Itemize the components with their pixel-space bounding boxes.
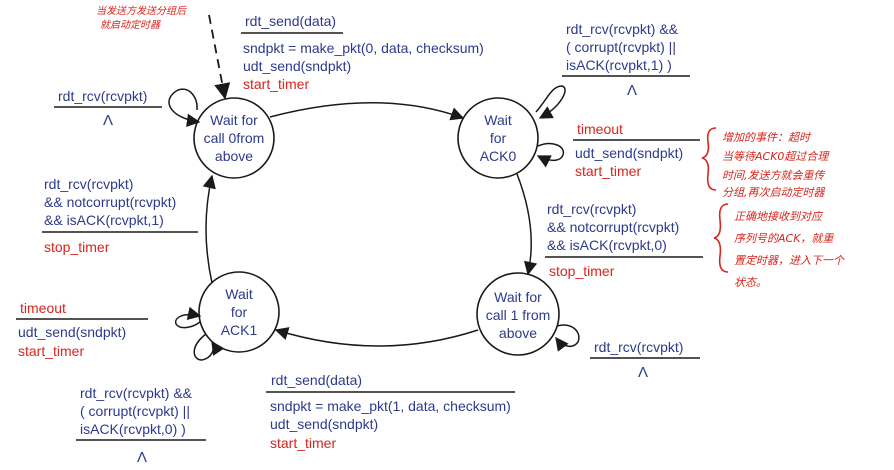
action-label: udt_send(sndpkt) bbox=[18, 324, 126, 340]
state-label-line: for bbox=[231, 304, 248, 320]
added-action-label: stop_timer bbox=[44, 239, 110, 255]
note-brace-timeout bbox=[701, 127, 717, 191]
transition-arrow-s3-s0 bbox=[202, 174, 216, 284]
event-label: && isACK(rcvpkt,0) bbox=[547, 237, 667, 253]
state-wait-call-0: Wait for call 0from above bbox=[193, 97, 275, 179]
state-label-line: Wait for bbox=[494, 289, 542, 305]
note-line: 时间,发送方就会重传 bbox=[722, 169, 825, 182]
event-label: rdt_rcv(rcvpkt) bbox=[44, 176, 133, 192]
transition-arrow-s1-s2 bbox=[516, 173, 538, 276]
note-brace-ack bbox=[713, 203, 729, 273]
event-label: isACK(rcvpkt,1) ) bbox=[566, 57, 672, 73]
s2-self-loop-label: rdt_rcv(rcvpkt) Λ bbox=[590, 339, 700, 381]
added-action-label: start_timer bbox=[243, 76, 309, 92]
handwritten-note-top-left: 当发送方发送分组后 就启动定时器 bbox=[96, 5, 187, 31]
note-line: 正确地接收到对应 bbox=[734, 210, 824, 223]
state-wait-ack0: Wait for ACK0 bbox=[457, 97, 539, 179]
s3-bad-ack-label: rdt_rcv(rcvpkt) && ( corrupt(rcvpkt) || … bbox=[76, 385, 206, 466]
action-label: sndpkt = make_pkt(0, data, checksum) bbox=[243, 40, 484, 56]
action-label: sndpkt = make_pkt(1, data, checksum) bbox=[270, 398, 511, 414]
lambda-label: Λ bbox=[137, 449, 147, 466]
action-label: udt_send(sndpkt) bbox=[243, 58, 351, 74]
note-line: 当等待ACK0超过合理 bbox=[722, 150, 830, 163]
event-label: rdt_send(data) bbox=[271, 372, 362, 388]
added-action-label: start_timer bbox=[18, 343, 84, 359]
self-loop-s3-bottom bbox=[193, 333, 225, 361]
event-label: timeout bbox=[20, 300, 66, 316]
added-action-label: start_timer bbox=[575, 163, 641, 179]
self-loop-s1-top bbox=[535, 85, 566, 119]
s3-timeout-label: timeout udt_send(sndpkt) start_timer bbox=[16, 300, 148, 359]
event-label: && notcorrupt(rcvpkt) bbox=[44, 194, 176, 210]
state-wait-call-1: Wait for call 1 from above bbox=[476, 272, 560, 356]
state-label-line: call 1 from bbox=[486, 307, 551, 323]
initial-state-arrow bbox=[208, 14, 231, 100]
self-loop-s0 bbox=[168, 88, 201, 128]
s1-bad-ack-label: rdt_rcv(rcvpkt) && ( corrupt(rcvpkt) || … bbox=[562, 21, 690, 99]
state-label-line: above bbox=[499, 325, 537, 341]
added-action-label: start_timer bbox=[270, 435, 336, 451]
event-label: rdt_rcv(rcvpkt) && bbox=[80, 385, 193, 401]
added-action-label: stop_timer bbox=[549, 263, 615, 279]
note-line: 分组,再次启动定时器 bbox=[722, 186, 825, 199]
state-label-line: Wait for bbox=[210, 112, 258, 128]
self-loop-s1-right bbox=[536, 142, 565, 168]
transition-s1-s2-label: rdt_rcv(rcvpkt) && notcorrupt(rcvpkt) &&… bbox=[545, 201, 703, 279]
state-label-line: Wait bbox=[484, 112, 512, 128]
self-loop-s3-left bbox=[174, 306, 202, 329]
event-label: ( corrupt(rcvpkt) || bbox=[566, 39, 676, 55]
note-line: 置定时器，进入下一个 bbox=[734, 254, 845, 267]
note-line: 序列号的ACK，就重 bbox=[734, 232, 835, 245]
note-line: 当发送方发送分组后 bbox=[96, 5, 187, 17]
state-wait-ack1: Wait for ACK1 bbox=[198, 271, 280, 353]
note-line: 增加的事件：超时 bbox=[722, 131, 812, 144]
event-label: isACK(rcvpkt,0) ) bbox=[80, 421, 186, 437]
transition-s3-s0-label: rdt_rcv(rcvpkt) && notcorrupt(rcvpkt) &&… bbox=[42, 176, 198, 255]
state-label-line: above bbox=[215, 148, 253, 164]
state-label-line: call 0from bbox=[204, 130, 265, 146]
state-label-line: ACK1 bbox=[221, 322, 258, 338]
transition-arrow-s0-s1 bbox=[269, 102, 465, 121]
state-label-line: Wait bbox=[225, 286, 253, 302]
s0-self-loop-label: rdt_rcv(rcvpkt) Λ bbox=[54, 88, 162, 129]
transition-s2-s3-label: rdt_send(data) sndpkt = make_pkt(1, data… bbox=[266, 372, 515, 451]
action-label: udt_send(sndpkt) bbox=[575, 145, 683, 161]
event-label: && isACK(rcvpkt,1) bbox=[44, 212, 164, 228]
note-line: 就启动定时器 bbox=[100, 19, 161, 31]
handwritten-note-timeout: 增加的事件：超时 当等待ACK0超过合理 时间,发送方就会重传 分组,再次启动定… bbox=[722, 131, 830, 199]
event-label: rdt_rcv(rcvpkt) bbox=[594, 339, 683, 355]
self-loop-s2 bbox=[555, 324, 580, 352]
state-label-line: ACK0 bbox=[480, 148, 517, 164]
event-label: rdt_rcv(rcvpkt) && bbox=[566, 21, 679, 37]
s1-timeout-label: timeout udt_send(sndpkt) start_timer bbox=[573, 121, 700, 179]
event-label: ( corrupt(rcvpkt) || bbox=[80, 403, 190, 419]
note-line: 状态。 bbox=[734, 276, 767, 289]
transition-arrow-s2-s3 bbox=[274, 327, 479, 347]
event-label: rdt_rcv(rcvpkt) bbox=[547, 201, 636, 217]
action-label: udt_send(sndpkt) bbox=[270, 416, 378, 432]
lambda-label: Λ bbox=[627, 82, 637, 99]
event-label: timeout bbox=[577, 121, 623, 137]
event-label: && notcorrupt(rcvpkt) bbox=[547, 219, 679, 235]
event-label: rdt_rcv(rcvpkt) bbox=[58, 88, 147, 104]
transition-s0-s1-label: rdt_send(data) sndpkt = make_pkt(0, data… bbox=[241, 13, 484, 92]
event-label: rdt_send(data) bbox=[245, 13, 336, 29]
handwritten-note-ack: 正确地接收到对应 序列号的ACK，就重 置定时器，进入下一个 状态。 bbox=[734, 210, 845, 289]
lambda-label: Λ bbox=[103, 112, 113, 129]
state-label-line: for bbox=[490, 130, 507, 146]
lambda-label: Λ bbox=[638, 364, 648, 381]
